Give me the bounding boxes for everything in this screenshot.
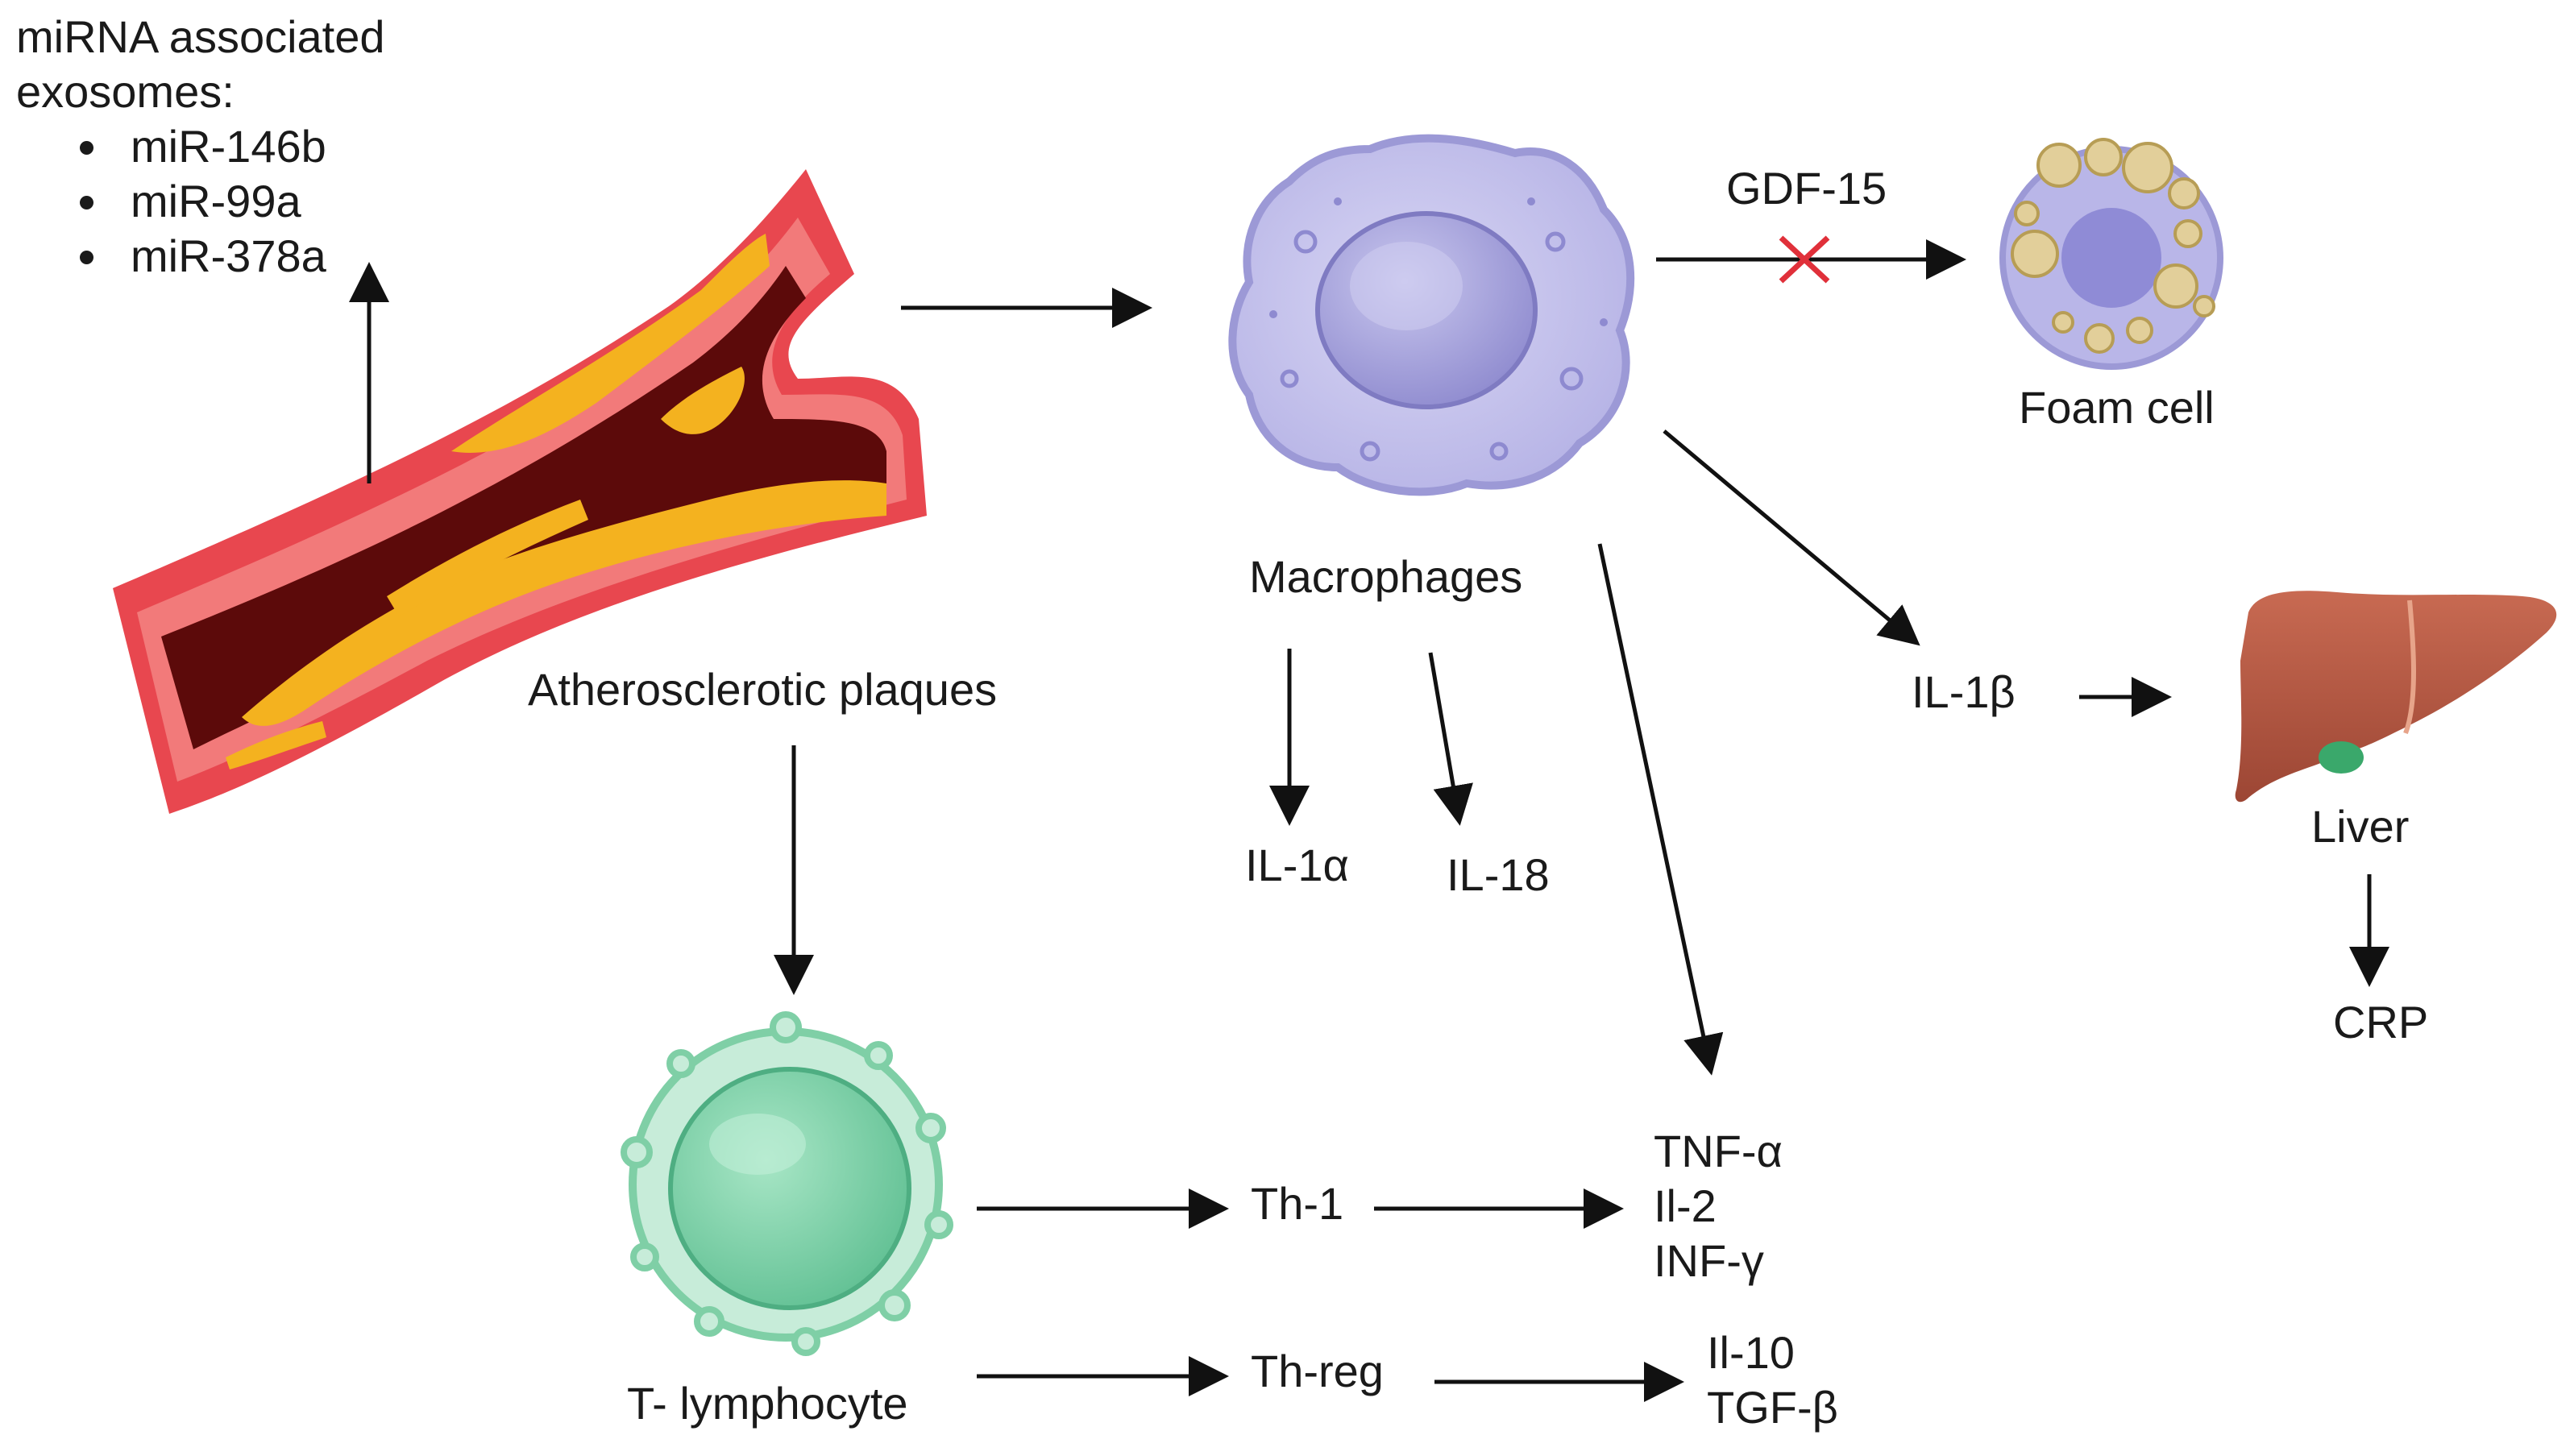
artery-illustration [113,169,927,814]
label-crp: CRP [2333,997,2429,1047]
cytokine: INF-γ [1654,1235,1764,1286]
mirna-items: miR-146b miR-99a miR-378a [16,119,385,284]
arrows [349,239,2389,1402]
label-liver: Liver [2311,801,2410,852]
label-macrophages: Macrophages [1249,551,1523,602]
label-il1b: IL-1β [1912,666,2016,717]
label-gdf15: GDF-15 [1726,163,1887,214]
mirna-item: miR-146b [113,119,385,174]
label-t-lymphocyte: T- lymphocyte [627,1378,908,1429]
foam-cell [1999,138,2223,370]
mirna-item: miR-99a [113,174,385,229]
arrow-macrophage-to-il1b [1663,429,1920,646]
blocked-x-icon [1779,235,1830,284]
mirna-item: miR-378a [113,229,385,284]
cytokine: Il-10 [1707,1327,1795,1378]
mirna-list: miRNA associated exosomes: miR-146b miR-… [16,10,385,284]
arrow-macrophage-to-il18 [1428,652,1473,826]
mirna-title-line2: exosomes: [16,66,235,117]
mirna-title-line1: miRNA associated [16,11,385,62]
label-threg: Th-reg [1251,1346,1384,1396]
label-il1a: IL-1α [1245,840,1349,890]
cytokine: TNF-α [1654,1126,1783,1176]
liver-organ [2235,591,2557,803]
label-il18: IL-18 [1447,849,1550,900]
macrophage-cell [1228,134,1635,496]
cytokine: TGF-β [1707,1382,1838,1433]
label-foam-cell: Foam cell [2019,382,2215,433]
label-atherosclerotic-plaques: Atherosclerotic plaques [528,664,998,715]
th1-cytokine-list: TNF-α Il-2 INF-γ [1654,1124,1783,1288]
t-lymphocyte-cell [621,1011,953,1356]
label-th1: Th-1 [1251,1178,1344,1229]
arrow-macrophage-to-th1-cytokines [1597,543,1724,1076]
threg-cytokine-list: Il-10 TGF-β [1707,1325,1838,1435]
cytokine: Il-2 [1654,1180,1717,1231]
